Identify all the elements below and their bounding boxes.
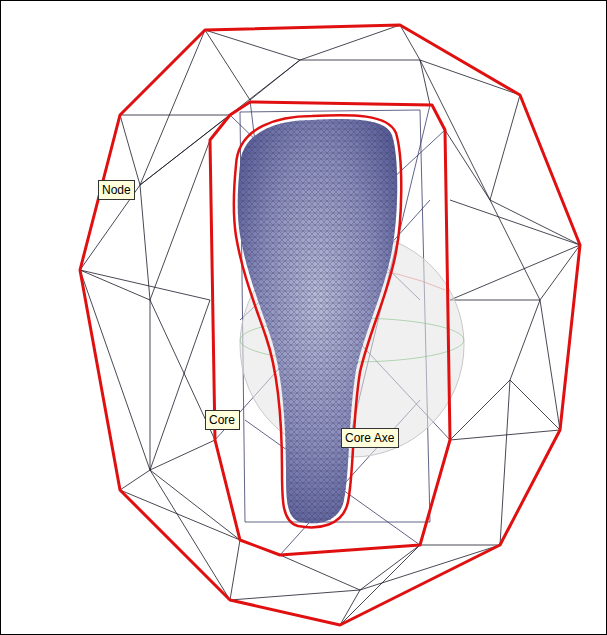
callout-tag: Core [205,410,240,430]
callout-label: Core [209,413,235,427]
bone-outline [234,115,402,527]
callout-tag: Node [98,180,135,200]
callout-label: Core Axe [345,431,394,445]
node-outline [80,25,580,625]
callout-label: Node [102,183,131,197]
callout-tag: Core Axe [341,428,399,448]
outer-wireframe [80,25,580,625]
core-outline [210,102,450,555]
